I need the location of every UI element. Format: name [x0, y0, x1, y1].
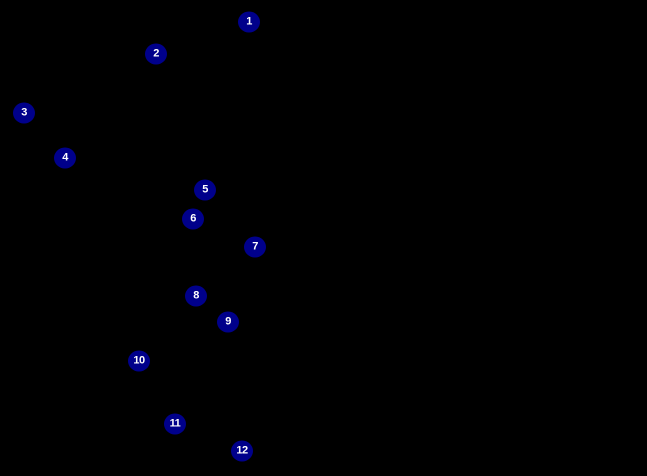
- numbered-marker-11[interactable]: 11: [164, 413, 186, 435]
- numbered-marker-9[interactable]: 9: [217, 311, 239, 333]
- numbered-marker-6[interactable]: 6: [182, 208, 204, 230]
- numbered-marker-1[interactable]: 1: [238, 11, 260, 33]
- numbered-marker-4[interactable]: 4: [54, 147, 76, 169]
- numbered-marker-3[interactable]: 3: [13, 102, 35, 124]
- numbered-marker-7[interactable]: 7: [244, 236, 266, 258]
- numbered-marker-5[interactable]: 5: [194, 179, 216, 201]
- numbered-marker-10[interactable]: 10: [128, 350, 150, 372]
- numbered-marker-2[interactable]: 2: [145, 43, 167, 65]
- numbered-marker-8[interactable]: 8: [185, 285, 207, 307]
- numbered-marker-12[interactable]: 12: [231, 440, 253, 462]
